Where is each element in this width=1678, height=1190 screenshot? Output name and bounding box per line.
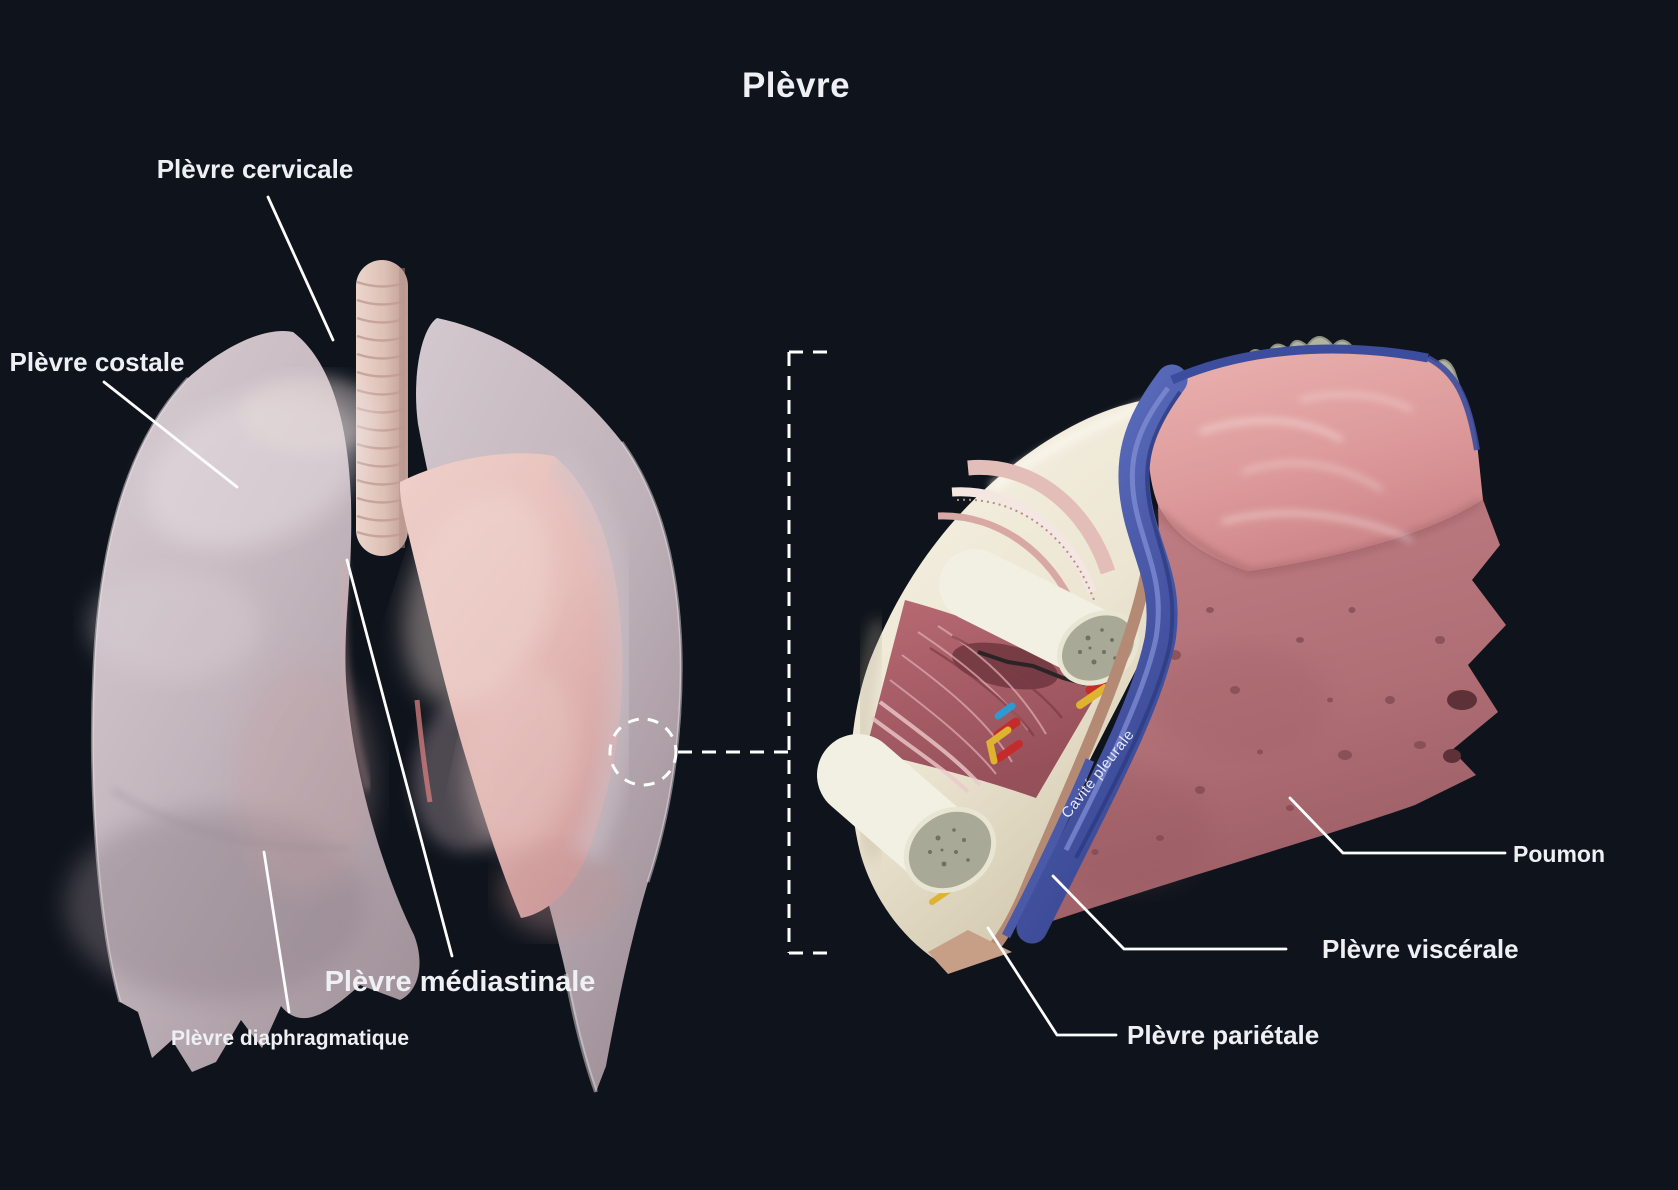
- rib-lower: [817, 734, 997, 894]
- lungs-front-view: [65, 260, 683, 1093]
- intercostal-muscle: [866, 600, 1098, 798]
- page-title: Plèvre: [741, 66, 851, 105]
- label-plevre-parietale: Plèvre pariétale: [1127, 1020, 1320, 1050]
- pleura-layers: [985, 344, 1480, 956]
- leader-viscerale: [1051, 874, 1288, 951]
- parietal-pleura-layer: [1002, 758, 1095, 939]
- membrane-sliver: [928, 930, 1012, 974]
- leader-cervicale: [266, 195, 335, 342]
- leader-lines: [102, 195, 1507, 1037]
- visceral-pleura-rim: [1170, 344, 1429, 385]
- label-poumon: Poumon: [1513, 841, 1605, 867]
- detail-circle: [608, 717, 678, 787]
- label-plevre-cervicale: Plèvre cervicale: [156, 154, 354, 184]
- label-plevre-diaphragmatique: Plèvre diaphragmatique: [170, 1027, 410, 1050]
- left-lung: [399, 318, 683, 1093]
- label-plevre-costale: Plèvre costale: [9, 347, 185, 377]
- detail-connector: [608, 350, 828, 955]
- right-lung: [65, 330, 420, 1072]
- leader-parietale: [986, 926, 1118, 1037]
- leader-diaphragmatique: [262, 850, 291, 1014]
- cross-section-view: [817, 336, 1506, 974]
- leader-costale: [102, 380, 239, 489]
- leader-mediastinale: [345, 558, 454, 958]
- label-plevre-viscerale: Plèvre viscérale: [1322, 934, 1519, 964]
- leader-poumon: [1288, 796, 1507, 855]
- label-plevre-mediastinale: Plèvre médiastinale: [324, 966, 596, 998]
